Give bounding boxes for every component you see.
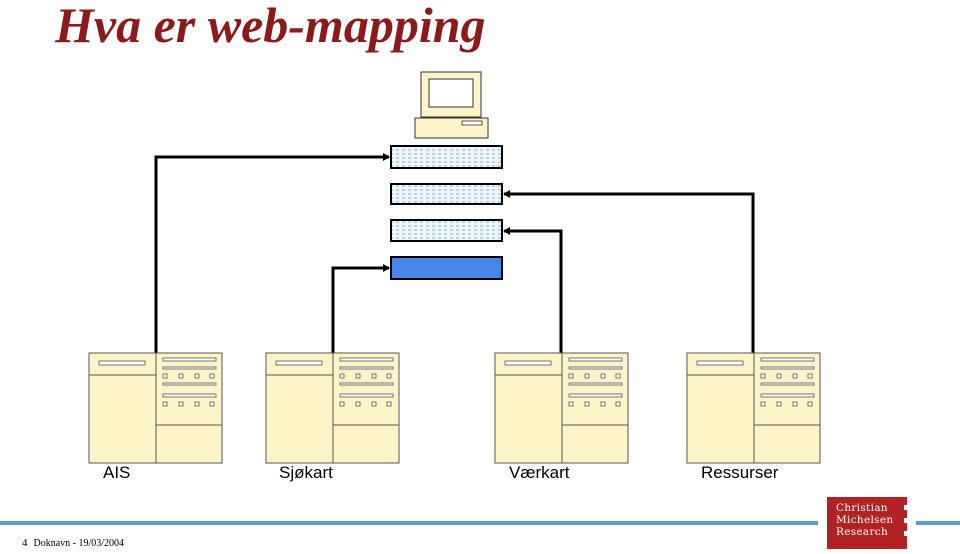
map-layer-ais — [390, 145, 503, 169]
page-number: 4 — [22, 537, 28, 549]
connector-ais — [154, 153, 390, 354]
logo-line-1: Christian — [836, 502, 888, 514]
server-vaerkart — [494, 352, 629, 464]
connector-sjokart — [331, 264, 390, 354]
footer-doc-info: Doknavn - 19/03/2004 — [33, 538, 125, 549]
cmr-logo: Christian Michelsen Research — [827, 497, 907, 549]
server-sjokart — [265, 352, 400, 464]
logo-line-2: Michelsen — [836, 514, 894, 526]
logo-notch — [904, 518, 910, 523]
map-layer-weather — [390, 219, 503, 242]
server-label-ais: AIS — [103, 463, 131, 482]
logo-notch — [904, 505, 910, 510]
slide-title: Hva er web-mapping — [55, 0, 486, 53]
logo-line-3: Research — [836, 526, 889, 538]
logo-notch — [904, 531, 910, 536]
server-ressurser — [686, 352, 821, 464]
server-label-vaerkart: Værkart — [509, 463, 570, 482]
client-computer-icon — [414, 71, 489, 139]
server-label-ressurser: Ressurser — [701, 463, 779, 482]
footer-divider-right — [916, 521, 960, 525]
server-ais — [88, 352, 223, 464]
footer-divider-left — [0, 521, 818, 525]
map-layer-resources — [390, 183, 503, 205]
connector-vaerkart — [503, 227, 563, 354]
map-layer-chart — [390, 256, 503, 280]
footer: 4 Doknavn - 19/03/2004 — [22, 537, 124, 549]
server-label-sjokart: Sjøkart — [279, 463, 333, 482]
connector-ressurser — [503, 190, 755, 354]
